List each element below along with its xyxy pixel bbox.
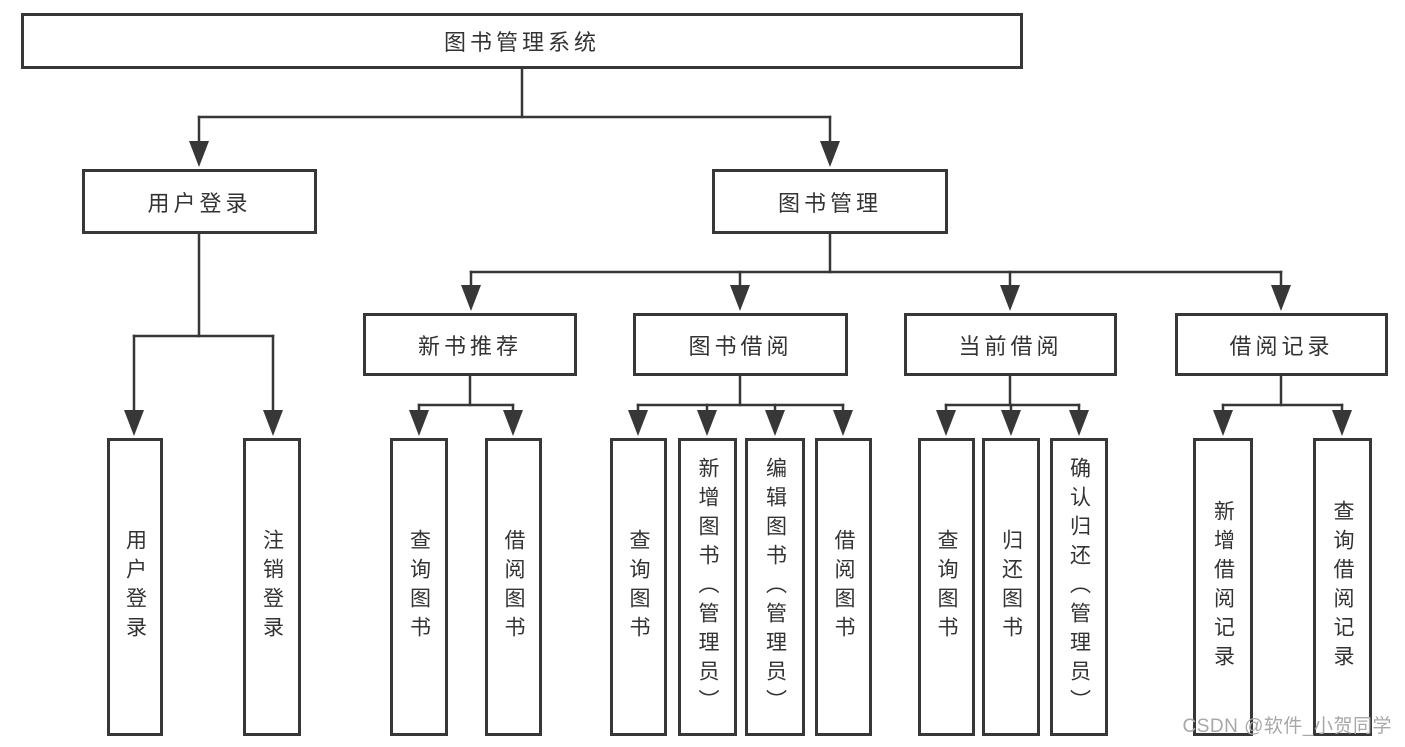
leaf-edit-book-admin: 编辑图书（管理员） [745,438,805,736]
csdn-watermark: CSDN @软件_小贺同学 [1182,716,1392,737]
leaf-add-borrow-record: 新增借阅记录 [1193,438,1253,736]
leaf-return-book: 归还图书 [982,438,1040,736]
node-user-login: 用户登录 [82,169,317,234]
node-current-borrow: 当前借阅 [904,313,1117,376]
node-root: 图书管理系统 [21,13,1023,69]
node-borrow-records: 借阅记录 [1175,313,1388,376]
node-new-book-recommend: 新书推荐 [363,313,577,376]
leaf-confirm-return-admin: 确认归还（管理员） [1050,438,1108,736]
leaf-query-borrow-record: 查询借阅记录 [1313,438,1372,736]
leaf-borrow-book: 借阅图书 [815,438,872,736]
leaf-add-book-admin: 新增图书（管理员） [678,438,737,736]
leaf-query-book-current: 查询图书 [918,438,975,736]
leaf-query-book-borrow: 查询图书 [610,438,667,736]
leaf-logout-login: 注销登录 [243,438,301,736]
leaf-borrow-book-recommend: 借阅图书 [485,438,542,736]
node-book-management: 图书管理 [712,169,948,234]
leaf-query-book-recommend: 查询图书 [390,438,448,736]
leaf-user-login: 用户登录 [107,438,163,736]
node-book-borrow: 图书借阅 [633,313,848,376]
